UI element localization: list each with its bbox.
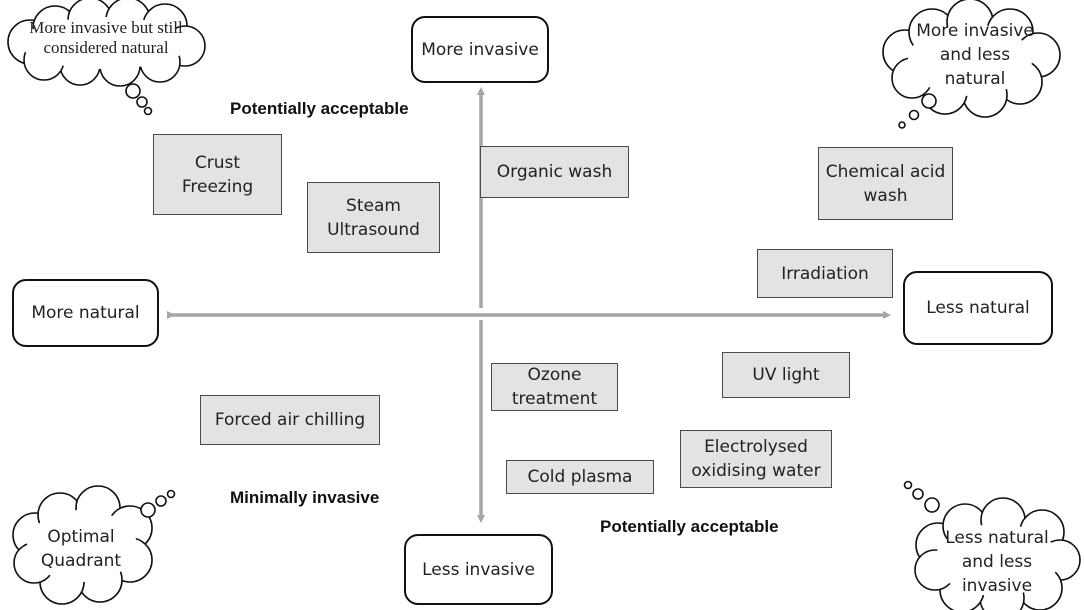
item-uv-light: UV light — [722, 352, 850, 398]
item-chemical-acid-wash: Chemical acid wash — [818, 147, 953, 220]
item-steam-ultrasound: Steam Ultrasound — [307, 182, 440, 253]
axis-box-left — [12, 279, 159, 347]
item-organic-wash: Organic wash — [480, 146, 629, 198]
cloud-bottom-right-shape — [903, 480, 1081, 610]
cloud-text-top-right: More invasive and less natural — [916, 21, 1034, 89]
quadrant-label-bottom-right: Potentially acceptable — [600, 517, 779, 536]
cloud-top-left-shape — [7, 0, 206, 116]
item-electrolysed-oxidising-water: Electrolysed oxidising water — [680, 430, 832, 488]
axis-box-right — [903, 271, 1053, 345]
item-crust-freezing: Crust Freezing — [153, 134, 282, 215]
cloud-bottom-left-shape — [12, 485, 176, 605]
item-ozone-treatment: Ozone treatment — [491, 363, 618, 411]
axis-label-top: More invasive — [421, 39, 539, 60]
quadrant-label-bottom-left: Minimally invasive — [230, 488, 380, 507]
cloud-text-top-left: More invasive but still considered natur… — [29, 18, 183, 57]
item-cold-plasma: Cold plasma — [506, 460, 654, 494]
axis-box-bottom — [404, 534, 553, 605]
item-irradiation: Irradiation — [757, 249, 893, 298]
cloud-text-bottom-left: Optimal Quadrant — [40, 527, 122, 571]
cloud-text-bottom-right: Less natural and less invasive — [945, 528, 1049, 596]
quadrant-label-top-left: Potentially acceptable — [230, 99, 409, 118]
axis-label-right: Less natural — [926, 298, 1030, 318]
axis-label-bottom: Less invasive — [422, 559, 535, 580]
cloud-top-right-shape — [882, 0, 1061, 129]
axis-box-top — [411, 16, 549, 83]
item-forced-air-chilling: Forced air chilling — [200, 395, 380, 445]
axis-label-left: More natural — [31, 303, 140, 323]
